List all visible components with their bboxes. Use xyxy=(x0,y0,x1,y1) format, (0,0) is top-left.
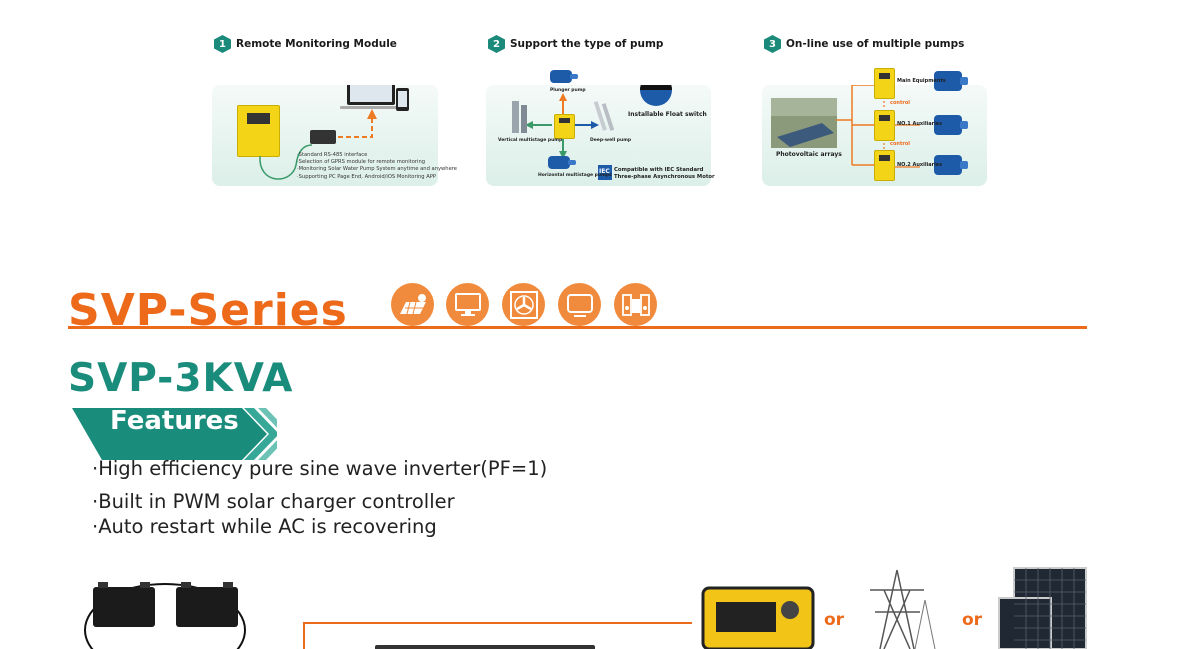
main-inverter-image xyxy=(874,68,895,99)
main-equipments-label: Main Equipments xyxy=(897,78,946,84)
iec-motor-line: Three-phase Asynchronous Motor xyxy=(614,174,715,180)
deep-well-pump-label: Deep-well pump xyxy=(590,138,632,143)
horizontal-pump-label: Horizontal multistage pumps xyxy=(538,173,612,178)
bullet-rs485: ·Standard RS-485 interface xyxy=(297,152,368,158)
fan-icon xyxy=(502,283,545,326)
tv-icon xyxy=(558,283,601,326)
float-switch-label: Installable Float switch xyxy=(628,111,707,118)
pump-inverter-image xyxy=(554,114,575,139)
panel-3-title: 3 On-line use of multiple pumps xyxy=(764,34,964,54)
stereo-icon xyxy=(614,283,657,326)
multiple-pumps-panel: Photovoltaic arrays Main Equipments NO.1… xyxy=(762,68,987,186)
or-label-2: or xyxy=(962,610,983,630)
aux1-pump-image xyxy=(934,115,968,135)
or-label-1: or xyxy=(824,610,845,630)
iec-compatible-line: Compatible with IEC Standard xyxy=(614,167,704,173)
feature-auto-restart: ·Auto restart while AC is recovering xyxy=(92,515,437,538)
features-heading: Features xyxy=(110,406,239,436)
series-divider xyxy=(68,326,1087,329)
step-3-badge: 3 xyxy=(764,35,781,53)
panel-3-heading: On-line use of multiple pumps xyxy=(786,38,965,50)
aux2-inverter-image xyxy=(874,150,895,181)
solar-panel-icon xyxy=(391,283,434,326)
panel-1-heading: Remote Monitoring Module xyxy=(236,38,397,50)
plunger-pump-image xyxy=(550,70,578,83)
panel-1-title: 1 Remote Monitoring Module xyxy=(214,34,397,54)
computer-icon xyxy=(446,283,489,326)
control-label-1: control xyxy=(890,100,910,106)
model-name: SVP-3KVA xyxy=(68,356,294,401)
plunger-pump-label: Plunger pump xyxy=(550,88,586,93)
step-1-badge: 1 xyxy=(214,35,231,53)
vertical-pump-label: Vertical multistage pump xyxy=(498,138,563,143)
multi-pump-diagram xyxy=(771,85,920,168)
remote-monitoring-panel: ·Standard RS-485 interface ·Selection of… xyxy=(212,85,457,186)
remote-monitoring-bullets: ·Standard RS-485 interface ·Selection of… xyxy=(297,152,457,181)
aux2-pump-image xyxy=(934,155,968,175)
monitoring-diagram xyxy=(259,85,409,180)
step-2-badge: 2 xyxy=(488,35,505,53)
bullet-gprs: ·Selection of GPRS module for remote mon… xyxy=(297,159,426,166)
bullet-app: ·Supporting PC Page End, Android/iOS Mon… xyxy=(297,173,437,180)
pv-label: Photovoltaic arrays xyxy=(776,151,842,158)
feature-charger: ·Built in PWM solar charger controller xyxy=(92,490,455,513)
aux2-label: NO.2 Auxiliaries xyxy=(897,162,943,168)
system-diagram xyxy=(84,567,1087,649)
control-label-2: control xyxy=(890,141,910,147)
pump-diagram xyxy=(512,85,672,180)
features-banner xyxy=(72,408,277,460)
horizontal-pump-image xyxy=(548,156,576,169)
main-pump-image xyxy=(934,71,968,91)
iec-logo: IEC xyxy=(599,168,610,175)
feature-inverter: ·High efficiency pure sine wave inverter… xyxy=(92,457,548,480)
pump-type-panel: Plunger pump Vertical multistage pump De… xyxy=(486,70,715,186)
panel-2-title: 2 Support the type of pump xyxy=(488,34,663,54)
aux1-label: NO.1 Auxiliaries xyxy=(897,121,943,127)
panel-2-heading: Support the type of pump xyxy=(510,38,664,50)
bullet-monitoring: ·Monitoring Solar Water Pump System anyt… xyxy=(297,166,457,173)
aux1-inverter-image xyxy=(874,110,895,141)
inverter-image xyxy=(237,105,280,157)
